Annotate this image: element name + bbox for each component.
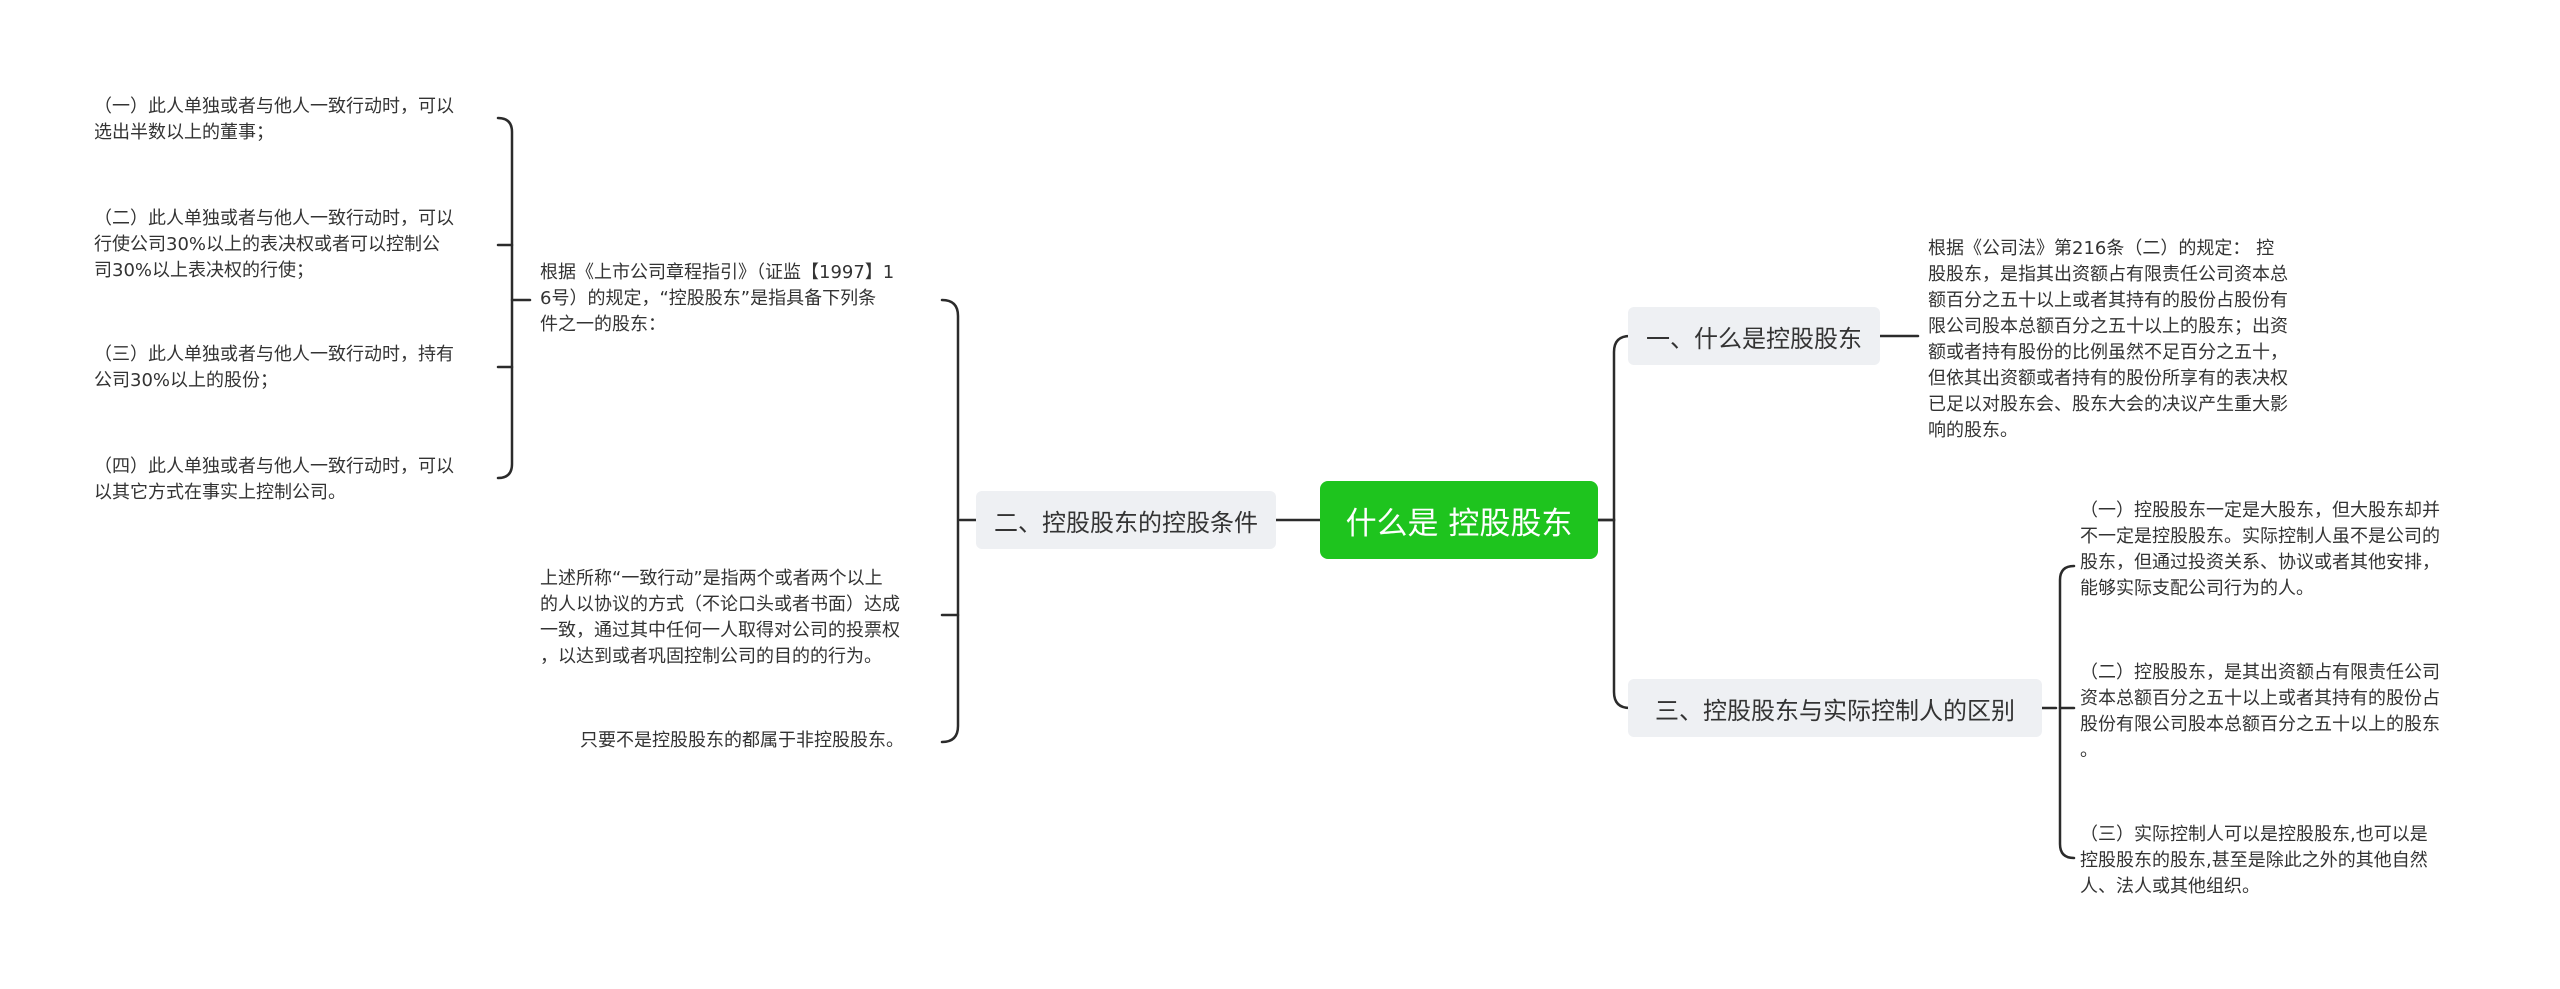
branch-control-conditions[interactable]: 二、控股股东的控股条件 [976,491,1276,549]
bracket-conditions [496,116,514,480]
leaf-difference-1[interactable]: （一）控股股东一定是大股东，但大股东却并 不一定是控股股东。实际控制人虽不是公司… [2080,500,2440,599]
leaf-difference-2[interactable]: （二）控股股东，是其出资额占有限责任公司 资本总额百分之五十以上或者其持有的股份… [2080,662,2440,761]
leaf-listed-company-guideline[interactable]: 根据《上市公司章程指引》（证监【1997】1 6号）的规定，“控股股东”是指具备… [540,262,895,335]
leaf-condition-1[interactable]: （一）此人单独或者与他人一致行动时，可以 选出半数以上的董事； [94,96,454,143]
bracket-b3 [2058,564,2076,860]
branch-difference-actual-controller[interactable]: 三、控股股东与实际控制人的区别 [1628,679,2042,737]
leaf-company-law-definition[interactable]: 根据《公司法》第216条（二）的规定： 控 股股东，是指其出资额占有限责任公司资… [1928,238,2288,441]
leaf-condition-4[interactable]: （四）此人单独或者与他人一致行动时，可以 以其它方式在事实上控制公司。 [94,456,454,503]
leaf-concerted-action[interactable]: 上述所称“一致行动”是指两个或者两个以上 的人以协议的方式（不论口头或者书面）达… [540,568,900,667]
bracket-b2 [940,298,960,744]
leaf-condition-2[interactable]: （二）此人单独或者与他人一致行动时，可以 行使公司30%以上的表决权或者可以控制… [94,208,454,281]
root-topic[interactable]: 什么是 控股股东 [1320,481,1598,559]
leaf-difference-3[interactable]: （三）实际控制人可以是控股股东,也可以是 控股股东的股东,甚至是除此之外的其他自… [2080,824,2428,897]
branch-what-is-controlling-shareholder[interactable]: 一、什么是控股股东 [1628,307,1880,365]
leaf-non-controlling[interactable]: 只要不是控股股东的都属于非控股股东。 [580,730,904,751]
leaf-condition-3[interactable]: （三）此人单独或者与他人一致行动时，持有 公司30%以上的股份； [94,344,454,391]
